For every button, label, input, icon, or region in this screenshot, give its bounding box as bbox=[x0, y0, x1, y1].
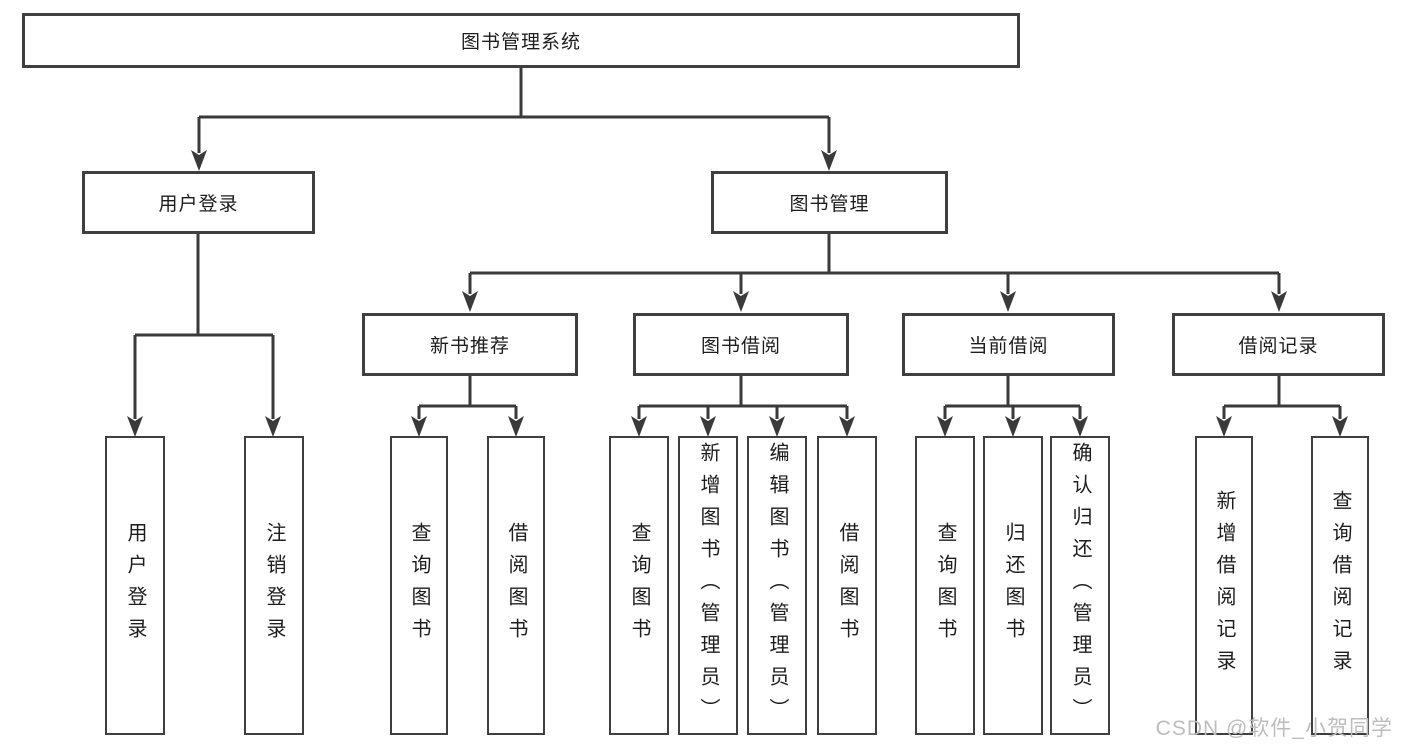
node-label: 当前借阅 bbox=[968, 336, 1049, 357]
node-label: 归还图书 bbox=[1002, 521, 1024, 650]
node-label: 查询图书 bbox=[628, 521, 650, 650]
node-label: 图书管理 bbox=[789, 194, 870, 215]
node-label: 图书管理系统 bbox=[460, 32, 581, 53]
node-library-management-system: 图书管理系统 bbox=[22, 13, 1020, 68]
node-current-borrow: 当前借阅 bbox=[902, 313, 1115, 376]
node-borrow-record: 借阅记录 bbox=[1172, 313, 1385, 376]
node-br-query-record: 查询借阅记录 bbox=[1311, 436, 1369, 735]
node-label: 注销登录 bbox=[263, 521, 285, 650]
node-label: 用户登录 bbox=[158, 194, 239, 215]
node-bb-edit-books-admin: 编辑图书（管理员） bbox=[747, 436, 807, 735]
node-label: 用户登录 bbox=[124, 521, 146, 650]
node-label: 查询图书 bbox=[408, 521, 430, 650]
node-nb-borrow-books: 借阅图书 bbox=[487, 436, 545, 735]
node-cb-return-books: 归还图书 bbox=[983, 436, 1043, 735]
csdn-watermark: CSDN @软件_小贺同学 bbox=[1155, 717, 1393, 740]
node-nb-query-books: 查询图书 bbox=[390, 436, 448, 735]
node-label: 图书借阅 bbox=[700, 336, 781, 357]
node-bb-query-books: 查询图书 bbox=[609, 436, 669, 735]
node-label: 新增图书（管理员） bbox=[697, 441, 719, 730]
node-cb-query-books: 查询图书 bbox=[915, 436, 975, 735]
node-book-management: 图书管理 bbox=[711, 171, 948, 234]
node-cb-confirm-return-admin: 确认归还（管理员） bbox=[1050, 436, 1110, 735]
node-book-borrow: 图书借阅 bbox=[633, 313, 849, 376]
node-user-login: 用户登录 bbox=[82, 171, 315, 234]
node-label: 查询借阅记录 bbox=[1329, 489, 1351, 682]
node-label: 编辑图书（管理员） bbox=[766, 441, 788, 730]
node-label: 确认归还（管理员） bbox=[1069, 441, 1091, 730]
node-label: 借阅记录 bbox=[1238, 336, 1319, 357]
node-label: 新增借阅记录 bbox=[1213, 489, 1235, 682]
arrowheads bbox=[127, 150, 1348, 437]
node-label: 查询图书 bbox=[934, 521, 956, 650]
node-label: 借阅图书 bbox=[505, 521, 527, 650]
node-bb-borrow-books: 借阅图书 bbox=[817, 436, 877, 735]
node-label: 借阅图书 bbox=[836, 521, 858, 650]
node-logout: 注销登录 bbox=[244, 436, 304, 735]
node-bb-add-books-admin: 新增图书（管理员） bbox=[678, 436, 738, 735]
node-new-book-recommend: 新书推荐 bbox=[362, 313, 578, 376]
edge-lines bbox=[133, 68, 1342, 419]
node-br-add-record: 新增借阅记录 bbox=[1195, 436, 1253, 735]
node-user-login-leaf: 用户登录 bbox=[105, 436, 165, 735]
node-label: 新书推荐 bbox=[429, 336, 510, 357]
